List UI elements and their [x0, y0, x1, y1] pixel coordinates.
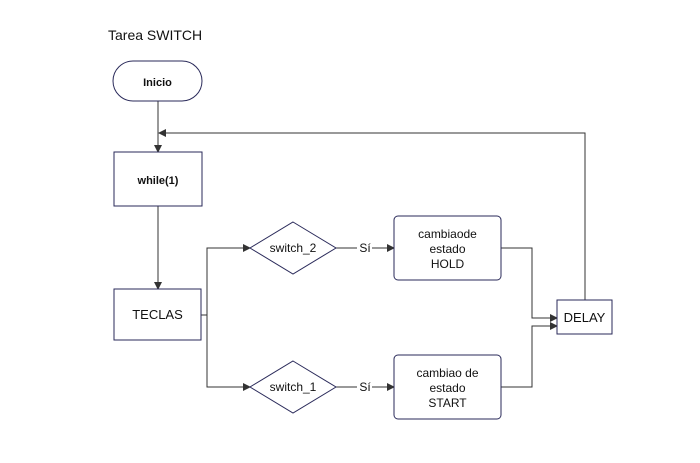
node-inicio-label: Inicio	[143, 77, 172, 89]
node-hold-line3: HOLD	[431, 257, 465, 271]
node-switch1: switch_1	[249, 360, 337, 414]
edge-hold-delay	[501, 247, 558, 322]
node-switch1-label: switch_1	[270, 380, 317, 394]
node-delay: DELAY	[556, 299, 613, 335]
node-start: cambiao de estado START	[393, 354, 502, 420]
node-teclas: TECLAS	[113, 288, 202, 341]
node-hold: cambiaode estado HOLD	[393, 215, 502, 281]
node-hold-line1: cambiaode	[418, 227, 477, 241]
node-inicio: Inicio	[112, 60, 203, 102]
edge-teclas-switch2	[201, 244, 251, 316]
node-start-line1: cambiao de	[416, 366, 478, 380]
node-start-line2: estado	[429, 381, 465, 395]
diagram-title: Tarea SWITCH	[108, 27, 202, 43]
node-teclas-label: TECLAS	[132, 307, 183, 322]
edge-label-switch1-yes: Sí	[359, 380, 371, 394]
node-start-line3: START	[428, 396, 467, 410]
node-switch2-label: switch_2	[270, 241, 317, 255]
node-while-label: while(1)	[137, 175, 179, 187]
connectors	[154, 101, 586, 391]
edge-label-switch2-yes: Sí	[359, 241, 371, 255]
node-switch2: switch_2	[249, 221, 337, 275]
node-delay-label: DELAY	[564, 310, 606, 325]
node-hold-line2: estado	[429, 242, 465, 256]
edge-teclas-switch1	[201, 314, 251, 391]
node-while: while(1)	[113, 151, 203, 207]
edge-start-delay	[501, 322, 558, 388]
edge-delay-loop	[158, 129, 586, 300]
